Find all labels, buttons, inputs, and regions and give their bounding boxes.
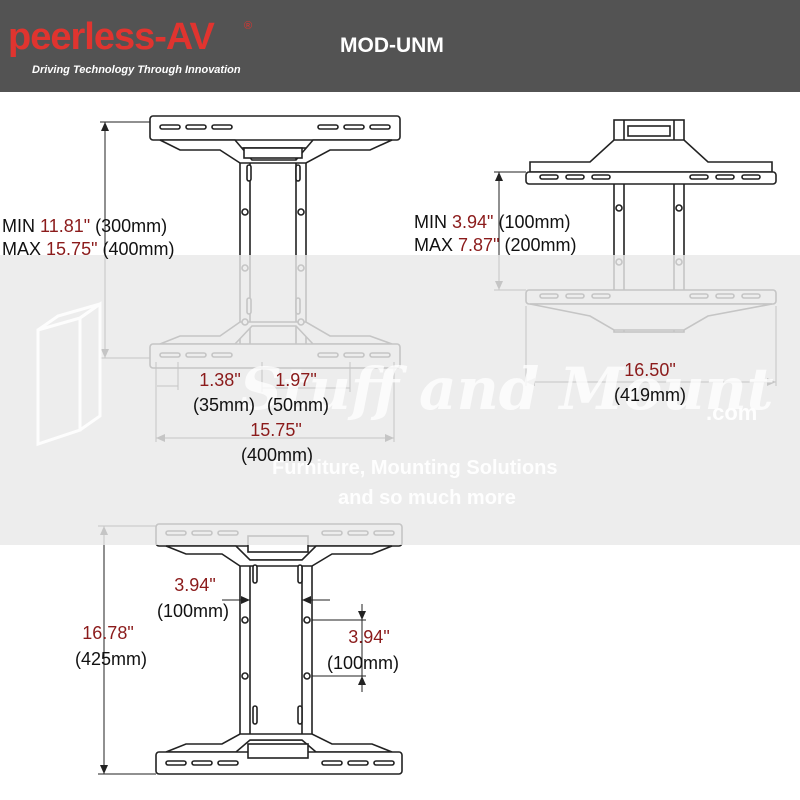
header-bar: peerless-AV ® Driving Technology Through… <box>0 0 800 92</box>
watermark-band <box>0 255 800 545</box>
right-max-value: 7.87" <box>458 235 500 255</box>
registered-mark: ® <box>244 20 253 32</box>
left-min-prefix: MIN <box>2 216 35 236</box>
right-max-metric: (200mm) <box>504 235 577 255</box>
left-max-prefix: MAX <box>2 239 42 259</box>
model-title: MOD-UNM <box>340 34 444 57</box>
brand-logo: peerless-AV <box>8 16 215 58</box>
brand-tagline: Driving Technology Through Innovation <box>32 64 241 76</box>
right-min-value: 3.94" <box>452 212 494 232</box>
watermark-domain: .com <box>706 400 758 425</box>
right-min-prefix: MIN <box>414 212 447 232</box>
left-min-label: MIN 11.81" (300mm) <box>2 217 167 235</box>
bottom-right-offset-metric: (100mm) <box>326 653 399 673</box>
bottom-height-value: 16.78" <box>82 623 134 643</box>
right-max-prefix: MAX <box>414 235 454 255</box>
right-width-value: 16.50" <box>624 360 676 380</box>
bottom-height-metric: (425mm) <box>74 649 147 669</box>
left-min-value: 11.81" <box>40 216 91 236</box>
right-top-bar <box>525 171 777 185</box>
bottom-left-offset-metric: (100mm) <box>156 601 229 621</box>
watermark-line1: Furniture, Mounting Solutions <box>272 457 558 479</box>
right-min-metric: (100mm) <box>498 212 571 232</box>
left-width-value: 15.75" <box>250 420 302 440</box>
watermark-line2: and so much more <box>338 487 516 509</box>
left-top-bar <box>149 115 401 141</box>
right-width-metric: (419mm) <box>613 385 686 405</box>
left-slot1-metric: (35mm) <box>193 395 255 415</box>
watermark-brand: Stuff and Mount <box>240 355 774 423</box>
left-slot2-value: 1.97" <box>275 370 317 390</box>
bottom-left-offset-value: 3.94" <box>174 575 216 595</box>
left-max-label: MAX 15.75" (400mm) <box>2 240 175 258</box>
left-max-value: 15.75" <box>46 239 98 259</box>
left-min-metric: (300mm) <box>95 216 168 236</box>
left-slot2-metric: (50mm) <box>267 395 329 415</box>
left-max-metric: (400mm) <box>102 239 175 259</box>
left-width-metric: (400mm) <box>240 445 313 465</box>
right-max-label: MAX 7.87" (200mm) <box>414 236 577 254</box>
left-slot1-value: 1.38" <box>199 370 241 390</box>
right-min-label: MIN 3.94" (100mm) <box>414 213 570 231</box>
bottom-right-offset-value: 3.94" <box>348 627 390 647</box>
